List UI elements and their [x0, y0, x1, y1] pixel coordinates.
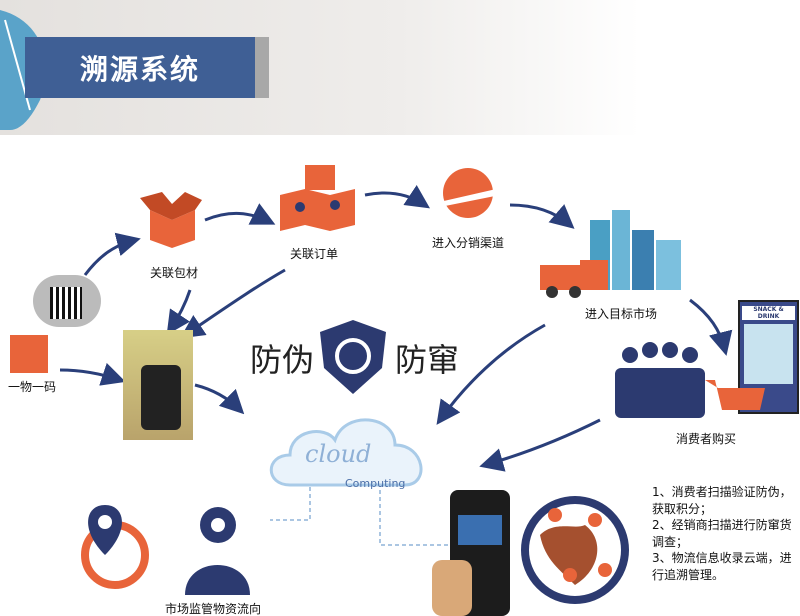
city-forklift-icon: [540, 210, 681, 298]
box-with-code-icon: [10, 335, 48, 373]
title-bar-shadow: [255, 37, 269, 98]
page-title: 溯源系统: [80, 53, 201, 86]
cloud-icon: [269, 418, 423, 487]
cloud-sub: Computing: [345, 477, 406, 490]
vending-machine-icon: SNACK & DRINK: [738, 300, 799, 414]
globe-plane-icon: [435, 168, 505, 218]
note-line: 2、经销商扫描进行防窜货: [652, 518, 792, 532]
notes-text: 1、消费者扫描验证防伪， 获取积分； 2、经销商扫描进行防窜货 调查； 3、物流…: [652, 484, 800, 583]
label-consumer-purchase: 消费者购买: [676, 432, 737, 446]
cloud-word: cloud: [305, 440, 372, 468]
note-line: 3、物流信息收录云端，进: [652, 551, 792, 565]
label-anti-fake: 防伪: [250, 341, 315, 379]
note-line: 调查；: [652, 534, 689, 549]
vending-sign: SNACK & DRINK: [742, 306, 795, 320]
qr-code-icon: [50, 287, 82, 319]
label-enter-target-market: 进入目标市场: [585, 307, 658, 321]
note-line: 获取积分；: [652, 501, 713, 516]
globe-pins-icon: [521, 496, 629, 604]
location-globe-icon: [81, 505, 149, 589]
handheld-scanner-icon: [450, 490, 510, 616]
note-line: 行追溯管理。: [652, 567, 725, 582]
title-bar: [25, 37, 255, 98]
map-with-boxes-icon: [280, 165, 355, 231]
scanner-device-icon: [141, 365, 181, 430]
label-enter-distribution: 进入分销渠道: [432, 236, 505, 250]
hand-image: [432, 560, 472, 616]
open-box-icon: [140, 192, 202, 248]
supervisor-gear-icon: [185, 507, 250, 595]
shield-logo-icon: [320, 320, 386, 394]
scanning-photo: [123, 330, 193, 440]
label-one-item-one-code: 一物一码: [8, 380, 57, 394]
label-market-supervision: 市场监管物资流向: [165, 602, 262, 616]
label-anti-channel: 防窜: [395, 341, 460, 379]
label-link-order: 关联订单: [290, 247, 339, 261]
note-line: 1、消费者扫描验证防伪，: [652, 485, 792, 499]
crowd-cart-icon: [615, 342, 765, 418]
label-link-packaging: 关联包材: [150, 266, 199, 280]
